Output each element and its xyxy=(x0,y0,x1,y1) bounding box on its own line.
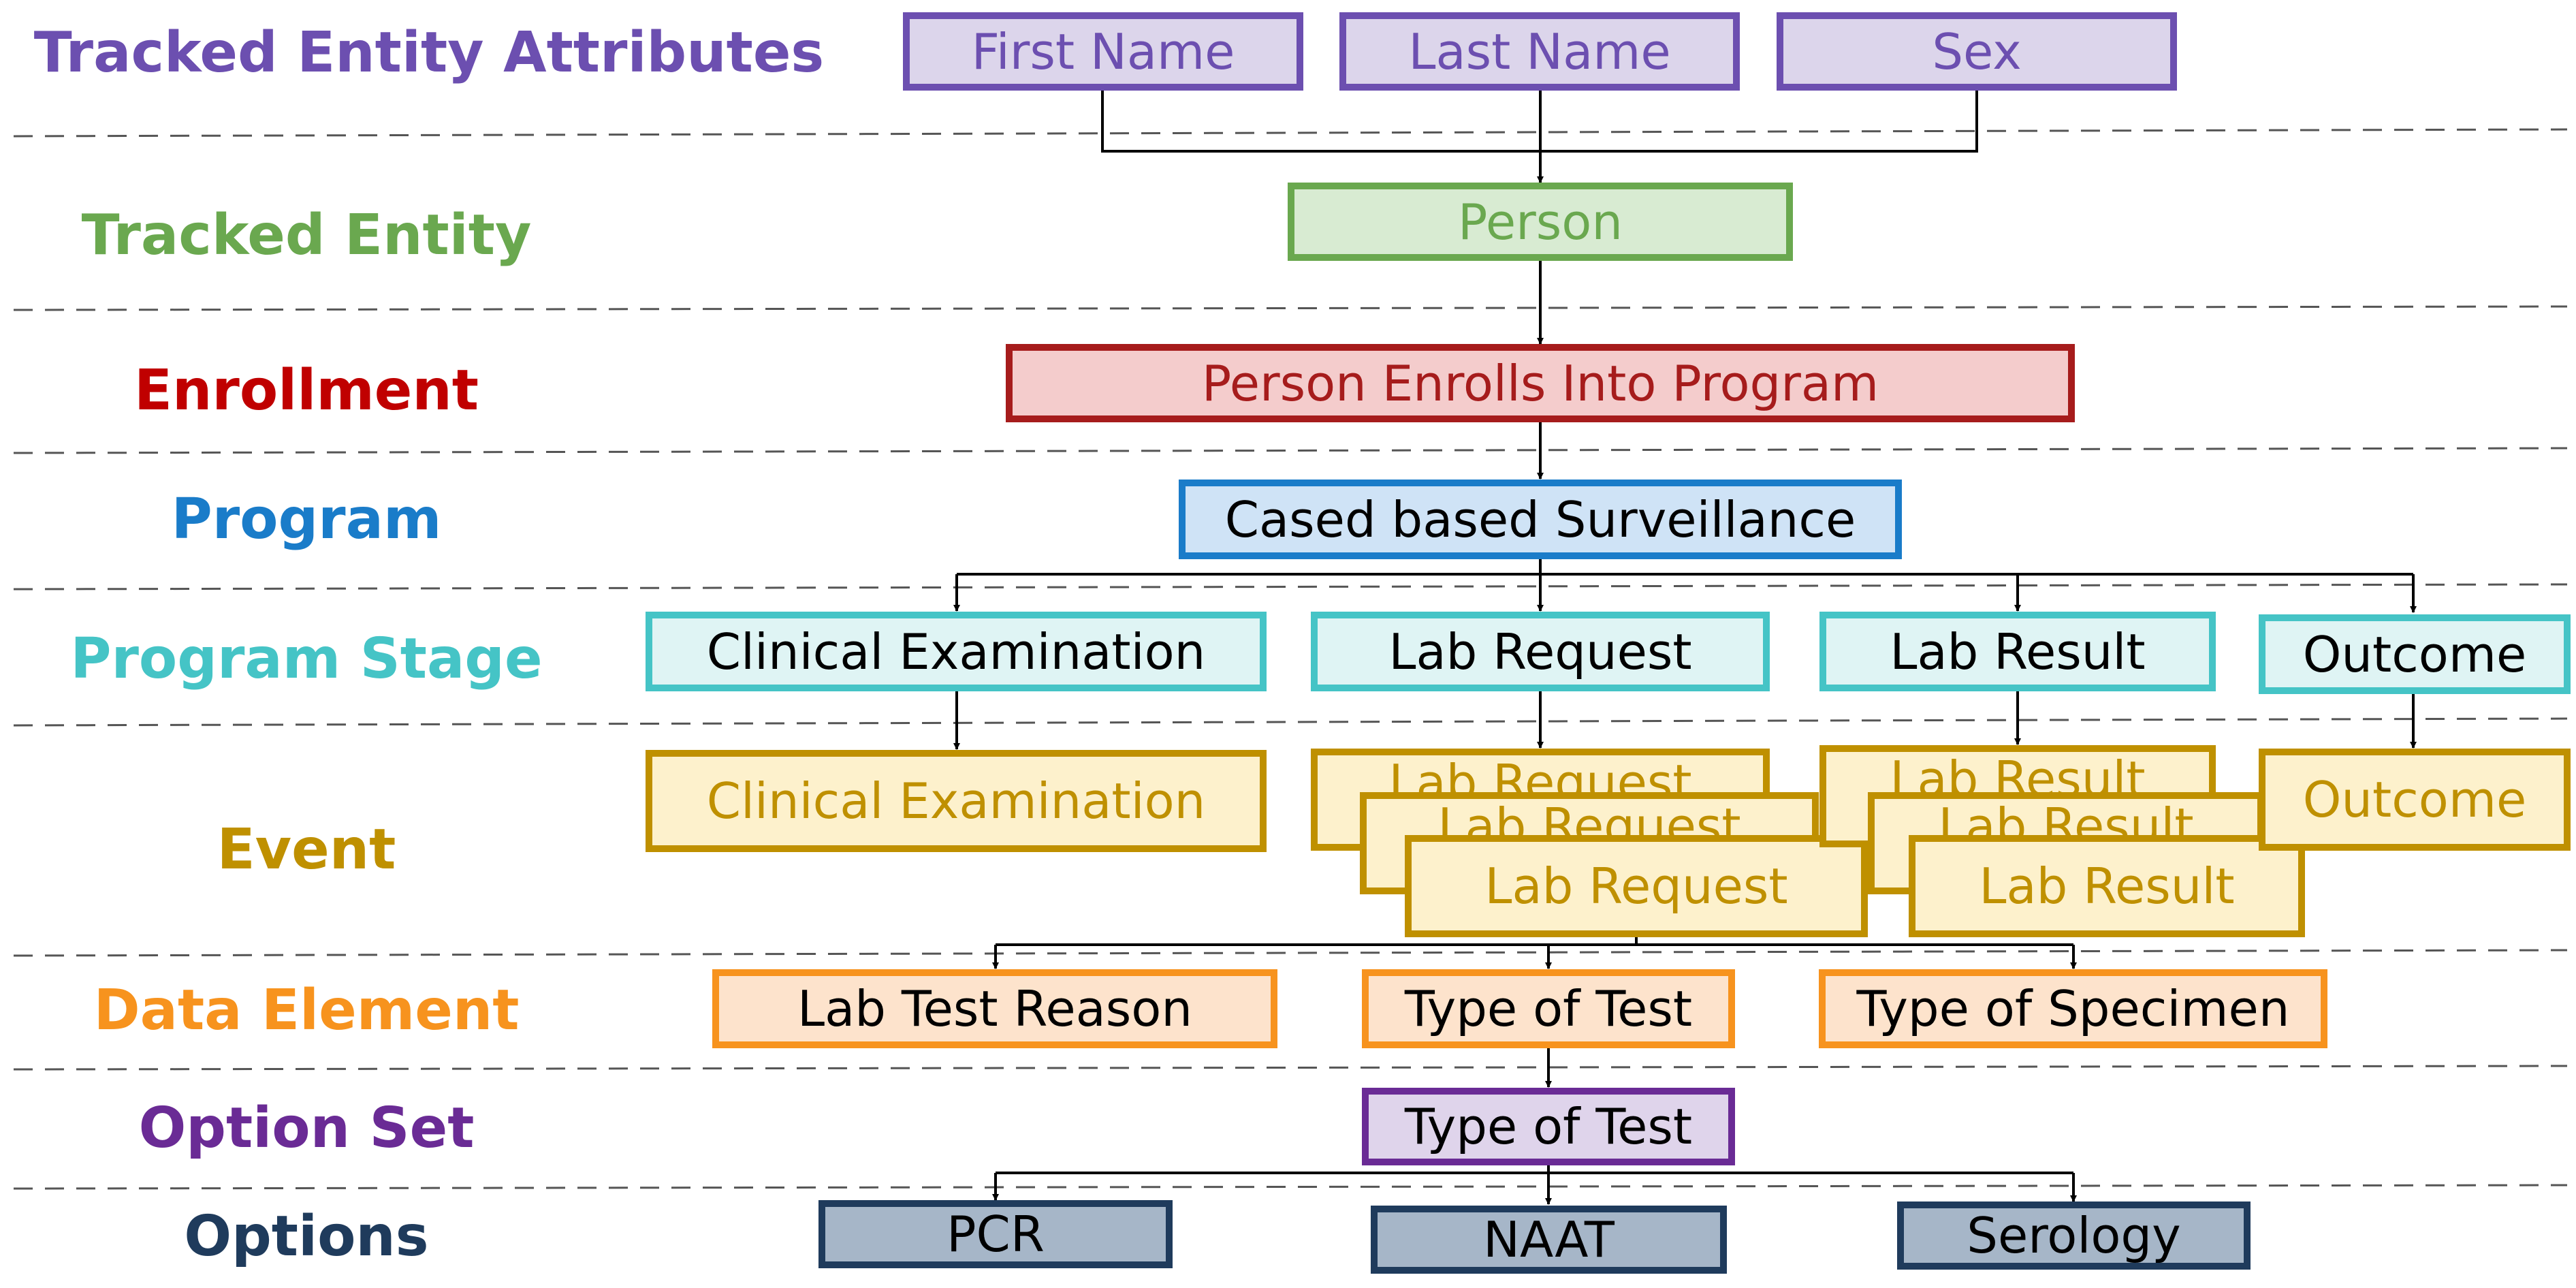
data-element-type-of-specimen: Type of Specimen xyxy=(1819,969,2327,1048)
row-label-data-element: Data Element xyxy=(93,978,520,1043)
separator-line xyxy=(13,717,2568,727)
row-label-enrollment: Enrollment xyxy=(133,358,479,423)
stage-outcome: Outcome xyxy=(2259,614,2571,694)
tracked-entity-person: Person xyxy=(1288,183,1793,261)
option-serology: Serology xyxy=(1897,1201,2251,1270)
separator-line xyxy=(13,1065,2568,1071)
data-element-type-of-test: Type of Test xyxy=(1362,969,1735,1048)
event-outcome: Outcome xyxy=(2259,749,2571,851)
separator-line xyxy=(13,949,2568,957)
program-box: Cased based Surveillance xyxy=(1179,480,1902,559)
row-label-attributes: Tracked Entity Attributes xyxy=(33,20,825,85)
stage-lab-request: Lab Request xyxy=(1311,612,1770,691)
separator-line xyxy=(13,1184,2568,1190)
separator-line xyxy=(13,305,2568,311)
event-lab-result-front: Lab Result xyxy=(1909,835,2305,937)
stage-lab-result: Lab Result xyxy=(1819,612,2216,691)
row-label-event: Event xyxy=(217,817,396,882)
attribute-first-name: First Name xyxy=(903,12,1303,91)
row-label-program: Program xyxy=(171,487,442,552)
data-element-lab-test-reason: Lab Test Reason xyxy=(712,969,1277,1048)
separator-line xyxy=(13,128,2568,138)
option-naat: NAAT xyxy=(1371,1206,1727,1274)
attribute-last-name: Last Name xyxy=(1339,12,1740,91)
row-label-tracked-entity: Tracked Entity xyxy=(81,203,532,268)
row-label-option-set: Option Set xyxy=(138,1096,475,1161)
option-set-type-of-test: Type of Test xyxy=(1362,1088,1735,1165)
attribute-sex: Sex xyxy=(1777,12,2177,91)
row-label-program-stage: Program Stage xyxy=(70,627,543,691)
event-lab-request-front: Lab Request xyxy=(1405,835,1868,937)
enrollment-box: Person Enrolls Into Program xyxy=(1006,344,2075,422)
separator-line xyxy=(13,447,2568,454)
stage-clinical-examination: Clinical Examination xyxy=(646,612,1267,691)
separator-line xyxy=(13,583,2568,591)
option-pcr: PCR xyxy=(818,1200,1173,1268)
row-label-options: Options xyxy=(184,1204,429,1269)
event-clinical-examination: Clinical Examination xyxy=(646,750,1267,852)
row-separators xyxy=(13,128,2568,1190)
